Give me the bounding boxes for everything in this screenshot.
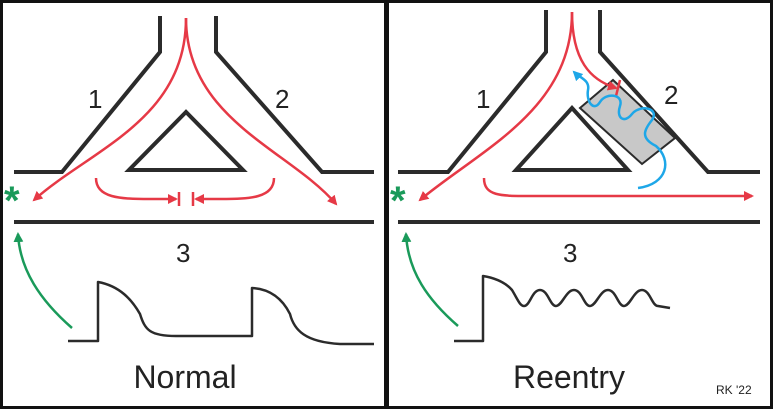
impulse-path-blocked	[570, 11, 618, 91]
impulse-path-bottom	[482, 177, 754, 201]
action-potential-trace	[454, 274, 671, 343]
impulse-path-right	[184, 17, 338, 206]
action-potential-trace	[68, 280, 374, 346]
branch-label-3: 3	[563, 238, 577, 268]
block-bar	[614, 79, 622, 97]
panel-reentry: 1 2 3 * Reentry RK '22	[390, 10, 760, 397]
impulse-collision-left	[94, 177, 178, 204]
branch-label-3: 3	[176, 238, 190, 268]
fiber-wall-right	[214, 16, 374, 174]
inner-triangle	[124, 109, 248, 172]
branch-label-1: 1	[476, 84, 490, 114]
branch-label-1: 1	[88, 84, 102, 114]
pacing-arrow	[13, 232, 73, 329]
fiber-wall-left	[398, 10, 548, 174]
panel-frame-normal	[0, 0, 387, 409]
panel-title-reentry: Reentry	[513, 359, 625, 395]
panel-normal: 1 2 3 * Normal	[4, 16, 374, 395]
pacing-marker-asterisk: *	[390, 179, 406, 223]
fiber-wall-left	[14, 16, 162, 174]
impulse-path-left	[32, 17, 188, 202]
panel-frame-reentry	[386, 0, 773, 409]
signature: RK '22	[716, 383, 752, 397]
impulse-path-left	[418, 11, 574, 202]
inner-triangle	[511, 105, 633, 172]
reentry-wave	[572, 70, 667, 190]
panel-title-normal: Normal	[133, 359, 236, 395]
impulse-collision-right	[194, 177, 276, 204]
pacing-marker-asterisk: *	[4, 179, 20, 223]
branch-label-2: 2	[275, 84, 289, 114]
pacing-arrow	[401, 232, 459, 327]
branch-label-2: 2	[664, 80, 678, 110]
